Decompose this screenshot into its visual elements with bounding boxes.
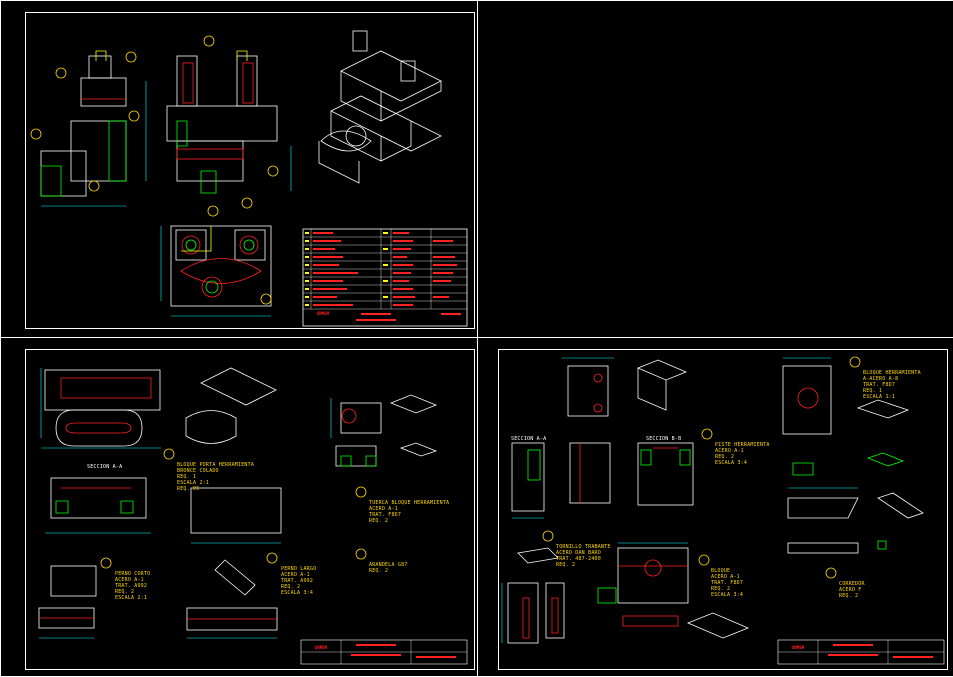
sheet-frame	[25, 349, 475, 670]
assembly-drawing	[30, 30, 442, 317]
drawing-sheet-blank	[477, 0, 953, 338]
titleblock-school: UNMSM	[792, 645, 805, 650]
drawing-sheet-assembly: UNMSM	[0, 0, 478, 338]
titleblock	[777, 639, 945, 665]
detail-drawings-1	[38, 367, 438, 639]
section-label-a: SECCION A-A	[511, 436, 547, 442]
sheet-frame	[25, 12, 475, 329]
titleblock-school: UNMSM	[315, 645, 328, 650]
detail-drawings-2	[501, 356, 924, 644]
titleblock	[300, 639, 468, 665]
section-label-b: SECCION B-B	[646, 436, 682, 442]
titleblock-school: UNMSM	[317, 311, 330, 316]
drawing-sheet-details-2: SECCION A-A SECCION B-B PISTE HERRAMIENT…	[477, 337, 953, 677]
sheet-frame	[498, 349, 948, 670]
section-label: SECCION A-A	[87, 464, 123, 470]
parts-list-table	[302, 228, 468, 327]
